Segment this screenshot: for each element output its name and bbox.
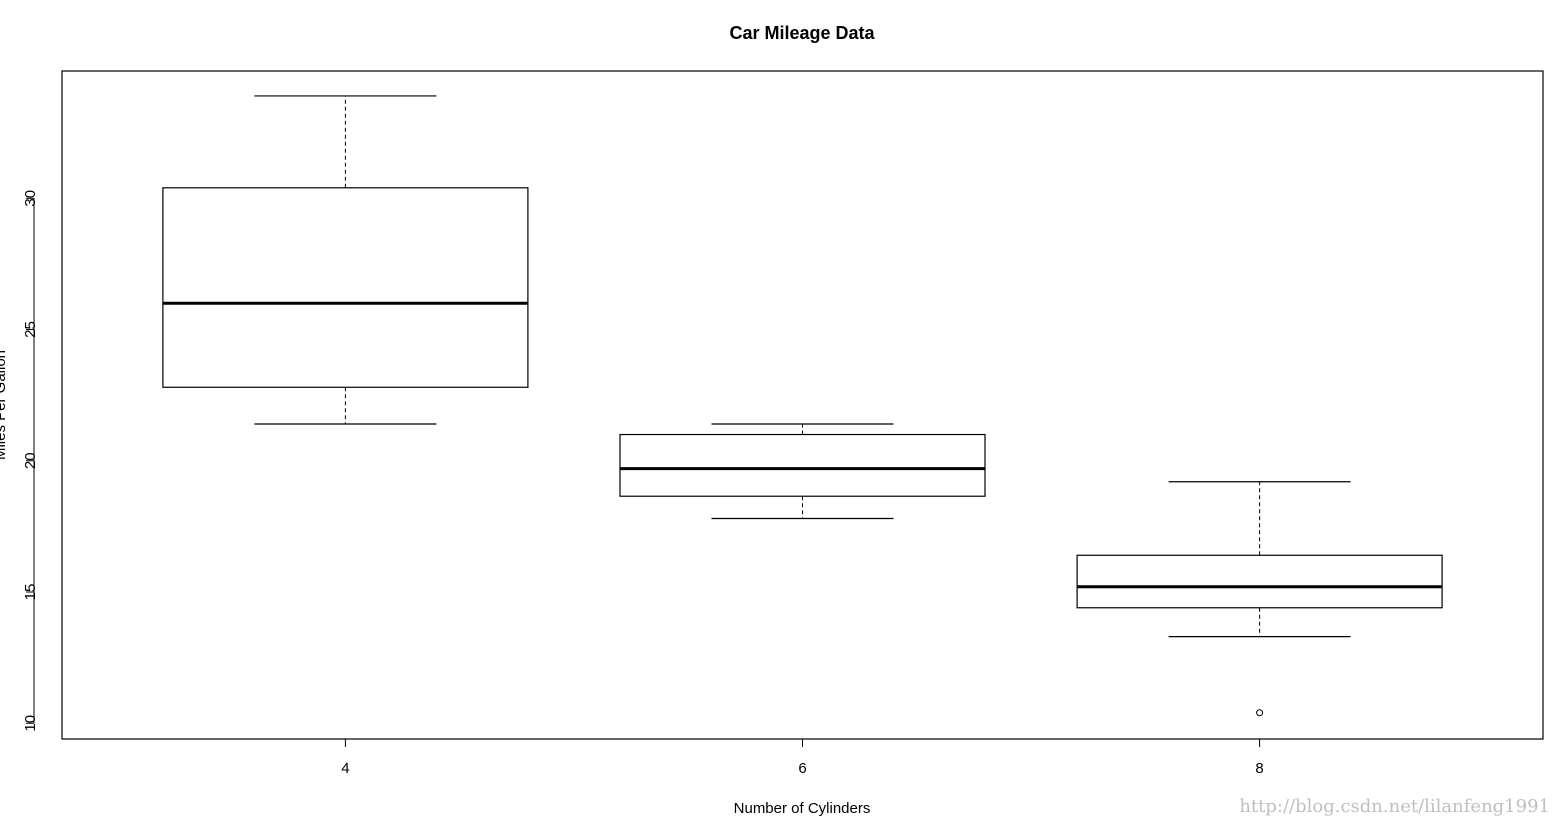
watermark: http://blog.csdn.net/lilanfeng1991 [1239, 796, 1550, 817]
y-tick-label: 25 [22, 321, 39, 338]
box-8 [1076, 481, 1443, 717]
x-axis-label: Number of Cylinders [734, 800, 871, 817]
boxes-layer [162, 95, 1443, 717]
y-tick-label: 10 [22, 715, 39, 732]
iqr-box [1076, 554, 1443, 609]
outlier-point [1256, 709, 1264, 717]
iqr-box [162, 187, 529, 388]
x-tick-label: 6 [798, 760, 806, 777]
x-tick-label: 8 [1255, 760, 1263, 777]
y-tick-label: 20 [22, 452, 39, 469]
y-tick-label: 15 [22, 584, 39, 601]
x-axis: 4 6 8 [341, 739, 1264, 777]
y-axis-label: Miles Per Gallon [0, 350, 9, 460]
iqr-box [619, 433, 986, 497]
box-6 [619, 423, 986, 520]
chart-title: Car Mileage Data [729, 23, 875, 43]
y-tick-label: 30 [22, 190, 39, 207]
x-tick-label: 4 [341, 760, 349, 777]
box-4 [162, 95, 529, 425]
y-axis: 10 15 20 25 30 [22, 190, 39, 732]
